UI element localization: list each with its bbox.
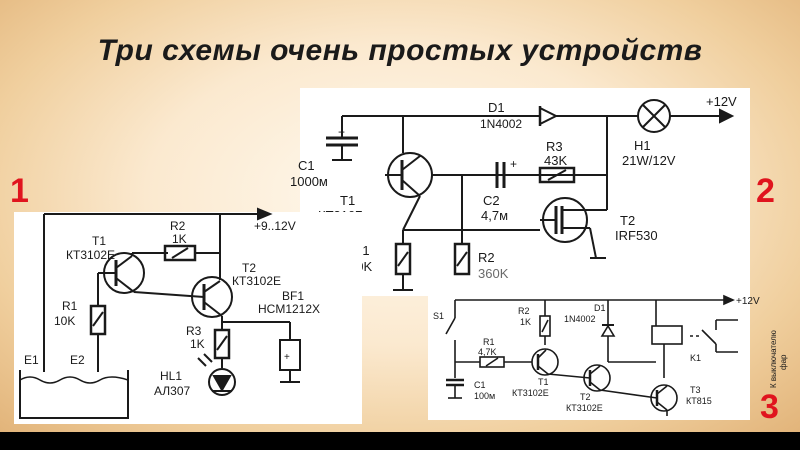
c3-side-label-1: К выключателю xyxy=(769,330,778,388)
svg-text:+: + xyxy=(510,157,517,171)
c3-t3-type: КТ815 xyxy=(686,396,712,406)
marker-3: 3 xyxy=(760,388,779,426)
c1-bf1-type: HCM1212X xyxy=(258,302,320,316)
c1-e2: E2 xyxy=(70,353,85,367)
c2-d1-type: 1N4002 xyxy=(480,117,522,131)
bottom-black-bar xyxy=(0,432,800,450)
c3-s1: S1 xyxy=(433,311,444,321)
c2-h1-val: 21W/12V xyxy=(622,153,676,168)
svg-text:+: + xyxy=(338,125,345,139)
c3-t2-name: T2 xyxy=(580,392,591,402)
c2-d1-name: D1 xyxy=(488,100,505,115)
c3-k1: K1 xyxy=(690,353,701,363)
c1-r1-val: 10K xyxy=(54,314,75,328)
c2-c2-val: 4,7м xyxy=(481,208,508,223)
c3-d1-type: 1N4002 xyxy=(564,314,596,324)
marker-1: 1 xyxy=(10,172,29,210)
svg-text:+: + xyxy=(284,352,290,363)
c1-r2-val: 1K xyxy=(172,232,187,246)
c1-r2-name: R2 xyxy=(170,219,186,233)
c1-r3-val: 1K xyxy=(190,337,205,351)
c2-r2-name: R2 xyxy=(478,250,495,265)
c3-r1-name: R1 xyxy=(483,337,495,347)
c1-t2-name: T2 xyxy=(242,261,256,275)
c3-c1-name: C1 xyxy=(474,380,486,390)
c3-t2-type: КТ3102Е xyxy=(566,403,603,413)
c1-hl1-name: HL1 xyxy=(160,369,182,383)
c2-h1-name: H1 xyxy=(634,138,651,153)
c2-t1-name: T1 xyxy=(340,193,355,208)
c1-t2-type: КТ3102Е xyxy=(232,274,281,288)
c2-c1-name: C1 xyxy=(298,158,315,173)
slide-title: Три схемы очень простых устройств xyxy=(97,34,703,67)
c1-t1-type: КТ3102Е xyxy=(66,248,115,262)
circuit-2-panel xyxy=(300,88,750,296)
c2-c2-name: C2 xyxy=(483,193,500,208)
c1-r3-name: R3 xyxy=(186,324,202,338)
c1-r1-name: R1 xyxy=(62,299,78,313)
c3-r2-name: R2 xyxy=(518,306,530,316)
circuit-1-panel xyxy=(14,212,362,424)
c3-side-label-2: фар xyxy=(779,354,788,370)
c3-r2-val: 1K xyxy=(520,317,531,327)
c1-supply: +9..12V xyxy=(254,219,296,233)
c3-t3-name: T3 xyxy=(690,385,701,395)
c3-t1-type: КТ3102Е xyxy=(512,388,549,398)
c2-t2-type: IRF530 xyxy=(615,228,658,243)
c2-c1-val: 1000м xyxy=(290,174,328,189)
c2-r3-name: R3 xyxy=(546,139,563,154)
c1-hl1-type: АЛ307 xyxy=(154,384,190,398)
c3-supply: +12V xyxy=(736,296,760,307)
c1-e1: E1 xyxy=(24,353,39,367)
c1-bf1-name: BF1 xyxy=(282,289,304,303)
c2-t2-name: T2 xyxy=(620,213,635,228)
c3-r1-val: 4,7K xyxy=(478,347,497,357)
c3-d1-name: D1 xyxy=(594,303,606,313)
c2-r3-val: 43K xyxy=(544,153,567,168)
c3-c1-val: 100м xyxy=(474,391,495,401)
marker-2: 2 xyxy=(756,172,775,210)
c1-t1-name: T1 xyxy=(92,234,106,248)
c2-supply: +12V xyxy=(706,94,737,109)
c3-t1-name: T1 xyxy=(538,377,549,387)
circuit-3-panel xyxy=(428,290,750,420)
c2-r2-val: 360K xyxy=(478,266,509,281)
